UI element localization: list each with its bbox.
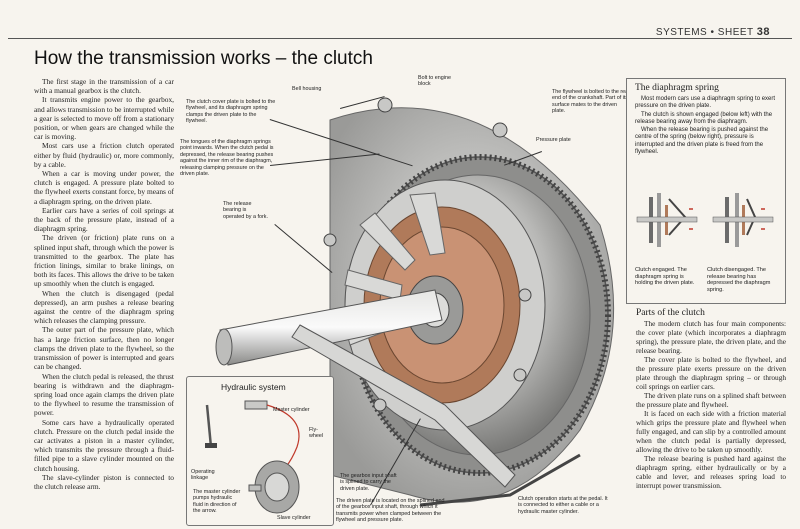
body-paragraph: When the clutch pedal is released, the t… bbox=[34, 371, 174, 418]
parts-paragraph: The driven plate runs on a splined shaft… bbox=[636, 391, 786, 409]
sidebar-text: Most modern cars use a diaphragm spring … bbox=[635, 96, 777, 157]
body-paragraph: Earlier cars have a series of coil sprin… bbox=[34, 205, 174, 234]
header-rule bbox=[8, 38, 792, 39]
body-paragraph: Some cars have a hydraulically operated … bbox=[34, 417, 174, 473]
label-master-cylinder: Master cylinder bbox=[273, 407, 310, 413]
hydraulic-title: Hydraulic system bbox=[221, 382, 286, 392]
parts-paragraph: The cover plate is bolted to the flywhee… bbox=[636, 355, 786, 391]
diaphragm-diagrams bbox=[636, 193, 774, 247]
sidebar-title: The diaphragm spring bbox=[635, 83, 719, 93]
separator-dot: • bbox=[710, 27, 715, 38]
sheet-label: SHEET bbox=[717, 27, 754, 38]
page-header: SYSTEMS • SHEET 38 bbox=[0, 0, 800, 40]
label-release-bearing: The release bearing is operated by a for… bbox=[223, 201, 268, 220]
sidebar-paragraph: Most modern cars use a diaphragm spring … bbox=[635, 96, 776, 110]
caption-clutch-disengaged: Clutch disengaged. The release bearing h… bbox=[707, 267, 771, 293]
parts-paragraph: The release bearing is pushed hard again… bbox=[636, 454, 786, 490]
parts-heading: Parts of the clutch bbox=[636, 308, 705, 318]
clutch-cutaway-figure: Bell housing Bolt to engine block The fl… bbox=[180, 75, 630, 525]
sheet-indicator: SYSTEMS • SHEET 38 bbox=[656, 26, 770, 38]
hydraulic-diagram bbox=[205, 400, 300, 514]
parts-paragraph: The modern clutch has four main componen… bbox=[636, 319, 786, 355]
label-gearbox-shaft: The gearbox input shaft is splined to ca… bbox=[340, 473, 397, 492]
body-paragraph: When the clutch is disengaged (pedal dep… bbox=[34, 288, 174, 326]
label-slave-cylinder: Slave cylinder bbox=[277, 515, 311, 521]
sheet-number: 38 bbox=[756, 26, 770, 38]
clutch-illustration bbox=[215, 97, 615, 507]
label-operating-linkage: Operating linkage bbox=[191, 469, 215, 482]
body-paragraph: The driven (or friction) plate runs on a… bbox=[34, 233, 174, 289]
body-paragraph: Most cars use a friction clutch operated… bbox=[34, 141, 174, 169]
body-paragraph: The slave-cylinder piston is connected t… bbox=[34, 472, 174, 491]
diaphragm-spring-box: The diaphragm spring Most modern cars us… bbox=[626, 78, 786, 304]
sidebar-paragraph: When the release bearing is pushed again… bbox=[635, 127, 769, 156]
hydraulic-system-inset: Hydraulic system Master cylinder Fly-whe… bbox=[186, 376, 334, 526]
label-flywheel-bolted: The flywheel is bolted to the rear end o… bbox=[552, 89, 630, 115]
sidebar-paragraph: The clutch is shown engaged (below left)… bbox=[635, 111, 773, 125]
label-driven-plate: The driven plate is located on the splin… bbox=[336, 498, 445, 524]
systems-label: SYSTEMS bbox=[655, 27, 708, 38]
label-master-pumps: The master cylinder pumps hydraulic flui… bbox=[193, 489, 241, 515]
body-paragraph: When a car is moving under power, the cl… bbox=[34, 169, 174, 206]
body-paragraph: The first stage in the transmission of a… bbox=[34, 77, 174, 96]
label-pressure-plate: Pressure plate bbox=[536, 137, 571, 143]
label-bell-housing: Bell housing bbox=[292, 86, 322, 92]
caption-clutch-engaged: Clutch engaged. The diaphragm spring is … bbox=[635, 267, 695, 286]
body-paragraph: The outer part of the pressure plate, wh… bbox=[34, 325, 174, 372]
label-tongues: The tongues of the diaphragm springs poi… bbox=[180, 139, 274, 178]
label-clutch-operation: Clutch operation starts at the pedal. It… bbox=[518, 496, 608, 515]
label-cover-plate: The clutch cover plate is bolted to the … bbox=[186, 99, 276, 125]
parts-paragraph: It is faced on each side with a friction… bbox=[636, 409, 786, 454]
page-title: How the transmission works – the clutch bbox=[34, 48, 373, 69]
label-bolt-to-engine: Bolt to engine block bbox=[418, 75, 451, 88]
parts-of-the-clutch: Parts of the clutch The modern clutch ha… bbox=[636, 308, 786, 490]
body-text-column: The first stage in the transmission of a… bbox=[34, 77, 174, 491]
label-flywheel: Fly-wheel bbox=[309, 427, 324, 440]
body-paragraph: It transmits engine power to the gearbox… bbox=[34, 95, 174, 142]
